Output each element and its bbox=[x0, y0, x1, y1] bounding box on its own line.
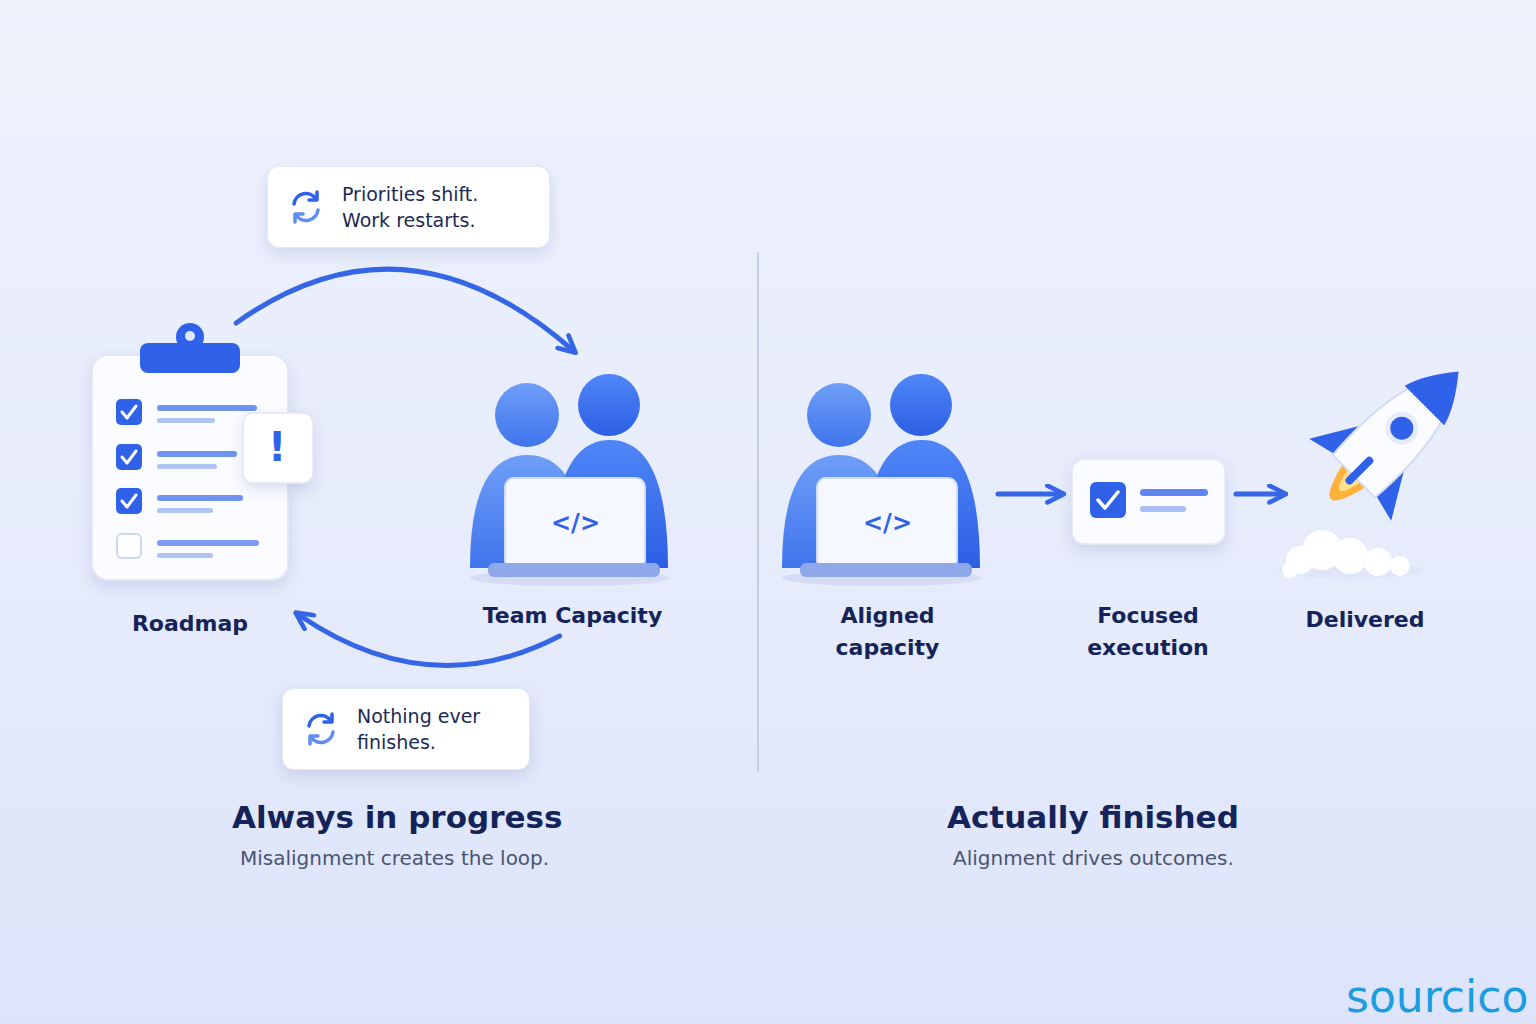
sync-icon bbox=[301, 709, 341, 749]
task-card bbox=[1072, 459, 1225, 544]
code-symbol: </> bbox=[863, 509, 912, 537]
node-label: Delivered bbox=[1305, 604, 1424, 636]
roadmap-node: Roadmap bbox=[85, 325, 295, 640]
node-label: Aligned capacity bbox=[813, 600, 963, 664]
delivered-node: Delivered bbox=[1290, 358, 1440, 636]
callout-text-column: Nothing ever finishes. bbox=[357, 703, 507, 755]
focused-execution-node: Focused execution bbox=[1068, 456, 1228, 664]
clipboard-details bbox=[116, 323, 259, 558]
node-label: Team Capacity bbox=[483, 600, 662, 632]
team-capacity-node: Team Capacity bbox=[465, 352, 680, 632]
section-heading: Always in progress bbox=[232, 799, 562, 835]
alert-mark: ! bbox=[268, 424, 286, 470]
alert-badge bbox=[243, 413, 313, 483]
section-subtitle: Misalignment creates the loop. bbox=[240, 846, 549, 870]
node-label: Roadmap bbox=[132, 608, 248, 640]
section-subtitle: Alignment drives outcomes. bbox=[953, 846, 1234, 870]
flow-arrow bbox=[1236, 492, 1282, 497]
rocket-smoke bbox=[1278, 530, 1422, 579]
callout-box: Priorities shift. Work restarts. bbox=[267, 166, 550, 248]
callout-text: Nothing ever finishes. bbox=[357, 703, 507, 755]
rocket-icon bbox=[1290, 331, 1500, 541]
flow-arrow bbox=[998, 492, 1060, 497]
aligned-people bbox=[782, 374, 982, 586]
divider-line bbox=[757, 252, 759, 772]
task-card-details bbox=[1090, 482, 1208, 518]
section-heading: Actually finished bbox=[947, 799, 1239, 835]
node-label: Focused execution bbox=[1073, 600, 1223, 664]
sync-icon bbox=[286, 187, 326, 227]
callout-box: Nothing ever finishes. bbox=[282, 688, 530, 770]
flow-arrow bbox=[236, 269, 572, 350]
code-symbol: </> bbox=[551, 509, 600, 537]
callout-text-column: Priorities shift. Work restarts. bbox=[342, 181, 527, 233]
team-people bbox=[470, 374, 670, 586]
brand-watermark: sourcico bbox=[1346, 971, 1528, 1022]
callout-text: Priorities shift. Work restarts. bbox=[342, 181, 527, 233]
